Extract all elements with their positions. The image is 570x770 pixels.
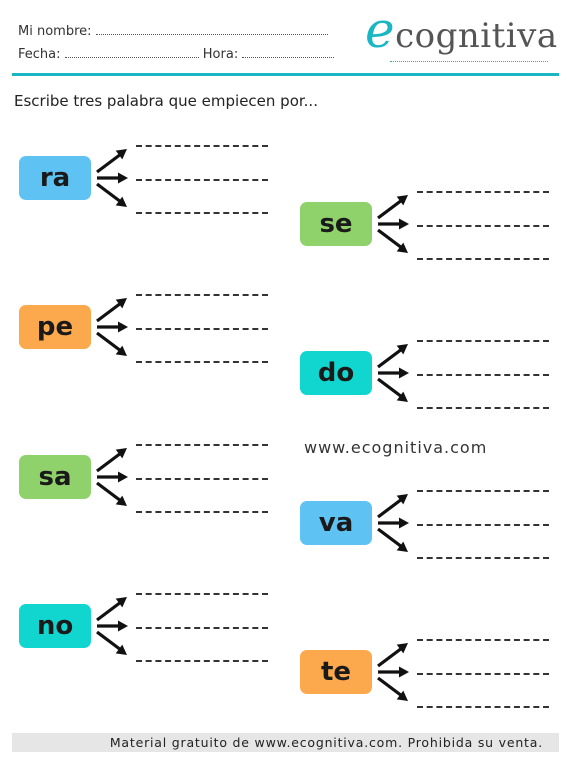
arrow-icon [377,643,408,668]
arrow-icon [96,448,127,473]
date-label: Fecha: [18,47,61,62]
logo-letter-e: e [365,1,396,59]
arrow-icon [97,471,128,483]
syllable-text: se [319,209,353,239]
answer-line-no-2[interactable] [136,627,268,629]
answer-line-se-3[interactable] [417,258,549,260]
answer-line-te-1[interactable] [417,639,549,641]
answer-line-se-2[interactable] [417,225,549,227]
answer-line-va-3[interactable] [417,557,549,559]
header-divider [12,73,559,76]
arrows-pe [96,298,128,356]
arrow-icon [378,218,409,230]
answer-line-va-1[interactable] [417,490,549,492]
syllable-text: pe [36,312,74,342]
arrows-se [377,195,409,253]
arrows-te [377,643,409,701]
ecognitiva-logo: ecognitiva [365,5,558,56]
name-label: Mi nombre: [18,24,92,39]
answer-line-va-2[interactable] [417,524,549,526]
arrows-sa [96,448,128,506]
arrow-icon [96,298,127,323]
syllable-text: do [317,358,355,388]
answer-line-pe-1[interactable] [136,294,268,296]
answer-line-sa-2[interactable] [136,478,268,480]
arrow-icon [378,517,409,529]
arrow-icon [97,321,128,333]
name-field[interactable]: Mi nombre: [18,24,328,39]
arrows-no [96,597,128,655]
arrow-icon [97,172,128,184]
arrow-icon [377,676,408,701]
syllable-box-te: te [300,650,372,694]
answer-line-pe-3[interactable] [136,361,268,363]
syllable-box-ra: ra [19,156,91,200]
time-dotted-line [242,47,335,58]
syllable-box-se: se [300,202,372,246]
arrow-icon [378,367,409,379]
answer-line-ra-2[interactable] [136,179,268,181]
syllable-box-do: do [300,351,372,395]
arrow-icon [377,195,408,220]
syllable-text: va [318,508,354,538]
instruction-text: Escribe tres palabra que empiecen por... [14,92,318,110]
answer-line-ra-3[interactable] [136,212,268,214]
website-text: www.ecognitiva.com [304,438,488,457]
arrow-icon [377,377,408,402]
answer-line-no-3[interactable] [136,660,268,662]
arrow-icon [96,149,127,174]
name-dotted-line [95,24,328,35]
answer-line-do-1[interactable] [417,340,549,342]
logo-underline [390,60,548,62]
answer-line-pe-2[interactable] [136,328,268,330]
date-field[interactable]: Fecha: Hora: [18,47,335,62]
arrow-icon [378,666,409,678]
answer-line-se-1[interactable] [417,191,549,193]
answer-line-te-3[interactable] [417,706,549,708]
answer-line-do-2[interactable] [417,374,549,376]
syllable-text: sa [38,462,72,492]
answer-line-te-2[interactable] [417,673,549,675]
answer-line-do-3[interactable] [417,407,549,409]
arrow-icon [97,620,128,632]
syllable-text: no [36,611,74,641]
syllable-box-va: va [300,501,372,545]
arrow-icon [96,630,127,655]
arrows-do [377,344,409,402]
syllable-text: te [320,657,352,687]
answer-line-sa-3[interactable] [136,511,268,513]
arrow-icon [96,331,127,356]
syllable-text: ra [39,163,71,193]
arrow-icon [96,182,127,207]
footer-text: Material gratuito de www.ecognitiva.com.… [109,735,543,750]
answer-line-ra-1[interactable] [136,145,268,147]
syllable-box-no: no [19,604,91,648]
arrow-icon [377,494,408,519]
arrow-icon [96,597,127,622]
answer-line-no-1[interactable] [136,593,268,595]
answer-line-sa-1[interactable] [136,444,268,446]
syllable-box-sa: sa [19,455,91,499]
arrows-va [377,494,409,552]
arrow-icon [377,527,408,552]
arrow-icon [377,344,408,369]
date-dotted-line [64,47,199,58]
syllable-box-pe: pe [19,305,91,349]
arrows-ra [96,149,128,207]
footer-bar: Material gratuito de www.ecognitiva.com.… [12,733,559,752]
arrow-icon [377,228,408,253]
arrow-icon [96,481,127,506]
time-label: Hora: [202,47,239,62]
logo-text: cognitiva [395,16,558,56]
